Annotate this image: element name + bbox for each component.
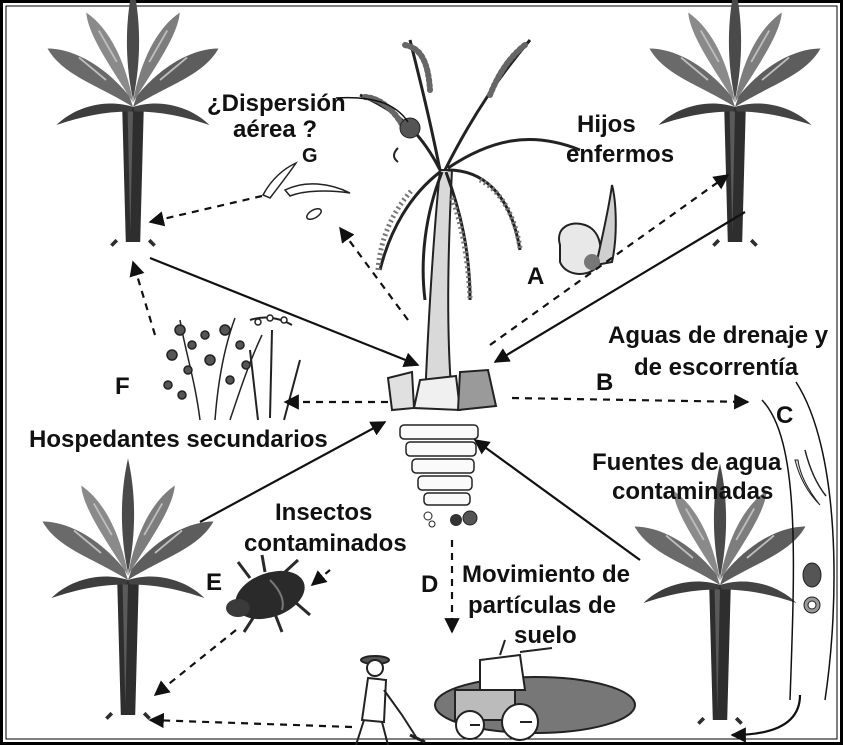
- tractor-icon: [435, 640, 635, 740]
- text-hijos-line1: Hijos: [577, 111, 636, 138]
- text-fuentes-line2: contaminadas: [612, 478, 773, 505]
- text-dispersion-line1: ¿Dispersión: [207, 90, 346, 117]
- arrow-dispersion: [150, 196, 262, 222]
- text-movimiento-line2: partículas de: [468, 592, 616, 619]
- text-movimiento-line3: suelo: [514, 622, 577, 649]
- text-insectos-line1: Insectos: [275, 499, 372, 526]
- text-movimiento-line1: Movimiento de: [462, 561, 630, 588]
- text-dispersion-line2: aérea ?: [233, 116, 317, 143]
- label-b: B: [596, 369, 613, 396]
- beetle-icon: [226, 555, 311, 632]
- water-stream-line: [796, 382, 834, 700]
- label-f: F: [115, 373, 130, 400]
- text-hijos-line2: enfermos: [566, 141, 674, 168]
- banana-plant-icon: [47, 0, 218, 246]
- label-g: G: [302, 145, 318, 167]
- arrow-farmer-to-plant: [150, 720, 352, 727]
- text-aguas-line1: Aguas de drenaje y: [608, 322, 829, 349]
- text-hospedantes: Hospedantes secundarios: [29, 426, 328, 453]
- spore-icon: [263, 163, 350, 221]
- arrow-escorrentia: [512, 398, 748, 402]
- text-aguas-line2: de escorrentía: [634, 354, 799, 381]
- text-insectos-line2: contaminados: [244, 530, 407, 557]
- diseased-banana-plant-icon: [360, 40, 580, 527]
- weed-host-plants-icon: [164, 315, 300, 420]
- label-c: C: [776, 402, 793, 429]
- arrow-dispersion: [340, 228, 408, 320]
- banana-plant-icon: [650, 0, 821, 246]
- farmer-icon: [356, 656, 425, 745]
- arrow-stream-to-plant: [732, 695, 800, 735]
- arrow-hosts: [133, 262, 155, 335]
- banana-plant-icon: [42, 459, 213, 719]
- text-fuentes-line1: Fuentes de agua: [592, 449, 782, 476]
- arrow-insects: [312, 570, 330, 585]
- label-d: D: [421, 571, 438, 598]
- arrow-insect-to-plant: [155, 630, 236, 695]
- label-a: A: [527, 263, 544, 290]
- label-e: E: [206, 569, 222, 596]
- chlamydospore-icon: [424, 511, 477, 527]
